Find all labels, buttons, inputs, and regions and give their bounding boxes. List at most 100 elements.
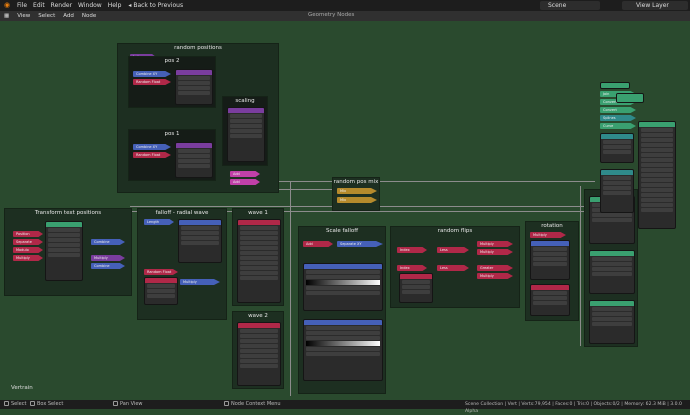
socket[interactable]: Multiply bbox=[477, 249, 513, 255]
node-editor-header: ▦ View Select Add Node Geometry Nodes bbox=[0, 11, 690, 21]
vector-socket[interactable]: Add bbox=[230, 179, 260, 185]
wave-texture-node[interactable] bbox=[237, 322, 281, 386]
set-material-node[interactable] bbox=[589, 300, 635, 344]
node-tree-name[interactable]: Geometry Nodes bbox=[308, 12, 355, 18]
color-ramp-node[interactable] bbox=[303, 319, 383, 381]
frame-title: rotation bbox=[541, 223, 563, 229]
vector-socket[interactable]: Add bbox=[230, 171, 260, 177]
menu-render[interactable]: Render bbox=[50, 2, 73, 9]
socket[interactable]: Less bbox=[437, 265, 469, 271]
socket[interactable]: Index bbox=[397, 265, 427, 271]
socket[interactable]: Combine bbox=[91, 239, 125, 245]
menu-add[interactable]: Add bbox=[63, 13, 74, 19]
random-value-node[interactable] bbox=[144, 277, 178, 305]
frame-title: random flips bbox=[437, 228, 473, 234]
status-box-select: Box Select bbox=[30, 401, 63, 408]
socket[interactable]: Splines bbox=[600, 115, 636, 121]
frame-rotation[interactable]: rotation Multiply bbox=[525, 221, 579, 321]
wire bbox=[265, 189, 335, 190]
menu-view[interactable]: View bbox=[17, 13, 31, 19]
socket[interactable]: Add bbox=[303, 241, 333, 247]
frame-wave1[interactable]: wave 1 bbox=[232, 208, 284, 306]
frame-pos2[interactable]: pos 2 Combine XY Random Float bbox=[128, 56, 216, 108]
socket[interactable]: Multiply bbox=[477, 241, 513, 247]
frame-title: Transform text positions bbox=[34, 210, 102, 216]
socket[interactable]: Multiply bbox=[530, 232, 566, 238]
transform-node[interactable] bbox=[45, 221, 83, 281]
socket[interactable]: Greater bbox=[477, 265, 513, 271]
socket[interactable]: Position bbox=[13, 231, 43, 237]
socket[interactable]: Combine XY bbox=[133, 144, 171, 150]
node-canvas[interactable]: random positions Index pos 2 Combine XY … bbox=[0, 21, 690, 400]
menu-window[interactable]: Window bbox=[78, 2, 102, 9]
curve-circle-node[interactable] bbox=[600, 169, 634, 213]
math-node[interactable] bbox=[178, 219, 222, 263]
combine-xyz-node[interactable] bbox=[530, 240, 570, 280]
frame-transform-text[interactable]: Transform text positions Position Separa… bbox=[4, 208, 132, 296]
socket[interactable]: Combine XY bbox=[133, 71, 171, 77]
scene-selector[interactable]: Scene bbox=[540, 1, 600, 10]
socket[interactable]: Mix bbox=[337, 197, 377, 203]
curve-node[interactable] bbox=[600, 133, 634, 163]
random-value-node[interactable] bbox=[530, 284, 570, 316]
socket[interactable]: Multiply bbox=[477, 273, 513, 279]
frame-title: Scale falloff bbox=[325, 228, 359, 234]
status-box-select-label: Box Select bbox=[37, 401, 64, 407]
socket[interactable]: Multiply bbox=[91, 255, 125, 261]
frame-title: random positions bbox=[174, 45, 222, 51]
frame-title: falloff - radial wave bbox=[155, 210, 209, 216]
socket[interactable]: Multiply bbox=[180, 279, 220, 285]
socket[interactable]: Random Float bbox=[144, 269, 178, 275]
menu-edit[interactable]: Edit bbox=[33, 2, 45, 9]
status-bar: Select Box Select Pan View Node Context … bbox=[0, 400, 690, 414]
frame-scale-falloff[interactable]: Scale falloff Add Separate XY bbox=[298, 226, 386, 394]
frame-wave2[interactable]: wave 2 bbox=[232, 311, 284, 389]
vector-math-node[interactable] bbox=[227, 107, 265, 162]
scene-name: Scene bbox=[548, 2, 567, 9]
socket[interactable]: Index bbox=[397, 247, 427, 253]
socket[interactable]: Random Float bbox=[133, 152, 171, 158]
socket[interactable]: Curve bbox=[600, 123, 636, 129]
frame-random-flips[interactable]: random flips Index Index Less Less Multi… bbox=[390, 226, 520, 308]
mouse-middle-icon bbox=[113, 401, 118, 406]
socket[interactable]: Convert bbox=[600, 107, 636, 113]
frame-falloff-radial-wave[interactable]: falloff - radial wave Length Random Floa… bbox=[137, 208, 227, 320]
string-to-curves-node[interactable] bbox=[638, 121, 676, 229]
status-context-menu: Node Context Menu bbox=[224, 401, 281, 408]
blender-logo-icon[interactable]: ◉ bbox=[3, 1, 11, 9]
color-ramp-node[interactable] bbox=[303, 263, 383, 311]
view-layer-selector[interactable]: View Layer bbox=[622, 1, 688, 10]
menu-node[interactable]: Node bbox=[81, 13, 97, 19]
socket[interactable]: Modulo bbox=[13, 247, 43, 253]
menu-help[interactable]: Help bbox=[107, 2, 122, 9]
top-bar: ◉ File Edit Render Window Help ◂ Back to… bbox=[0, 0, 690, 11]
back-to-previous-label: Back to Previous bbox=[133, 2, 184, 9]
random-value-node[interactable] bbox=[175, 142, 213, 178]
frame-title: wave 2 bbox=[248, 313, 268, 319]
frame-scaling[interactable]: scaling bbox=[222, 96, 268, 166]
socket[interactable]: Mix bbox=[337, 188, 377, 194]
random-value-node[interactable] bbox=[175, 69, 213, 105]
socket[interactable]: Random Float bbox=[133, 79, 171, 85]
status-pan-view: Pan View bbox=[113, 401, 142, 408]
wave-texture-node[interactable] bbox=[237, 219, 281, 303]
editor-type-icon[interactable]: ▦ bbox=[4, 13, 10, 19]
random-value-node[interactable] bbox=[399, 273, 433, 303]
frame-random-pos-mix[interactable]: random pos mix Mix Mix bbox=[332, 177, 380, 211]
back-to-previous-button[interactable]: ◂ Back to Previous bbox=[128, 2, 184, 9]
transform-node[interactable] bbox=[589, 250, 635, 294]
group-output-node[interactable] bbox=[616, 93, 644, 103]
socket[interactable]: Multiply bbox=[13, 255, 43, 261]
socket[interactable]: Less bbox=[437, 247, 469, 253]
menu-select[interactable]: Select bbox=[38, 13, 56, 19]
material-node[interactable] bbox=[600, 82, 630, 89]
wire bbox=[580, 186, 581, 346]
menu-file[interactable]: File bbox=[17, 2, 28, 9]
status-pan-view-label: Pan View bbox=[120, 401, 143, 407]
socket[interactable]: Separate XY bbox=[337, 241, 383, 247]
frame-pos1[interactable]: pos 1 Combine XY Random Float bbox=[128, 129, 216, 181]
socket[interactable]: Length bbox=[144, 219, 174, 225]
socket[interactable]: Combine bbox=[91, 263, 125, 269]
mouse-left-icon bbox=[4, 401, 9, 406]
socket[interactable]: Separate bbox=[13, 239, 43, 245]
